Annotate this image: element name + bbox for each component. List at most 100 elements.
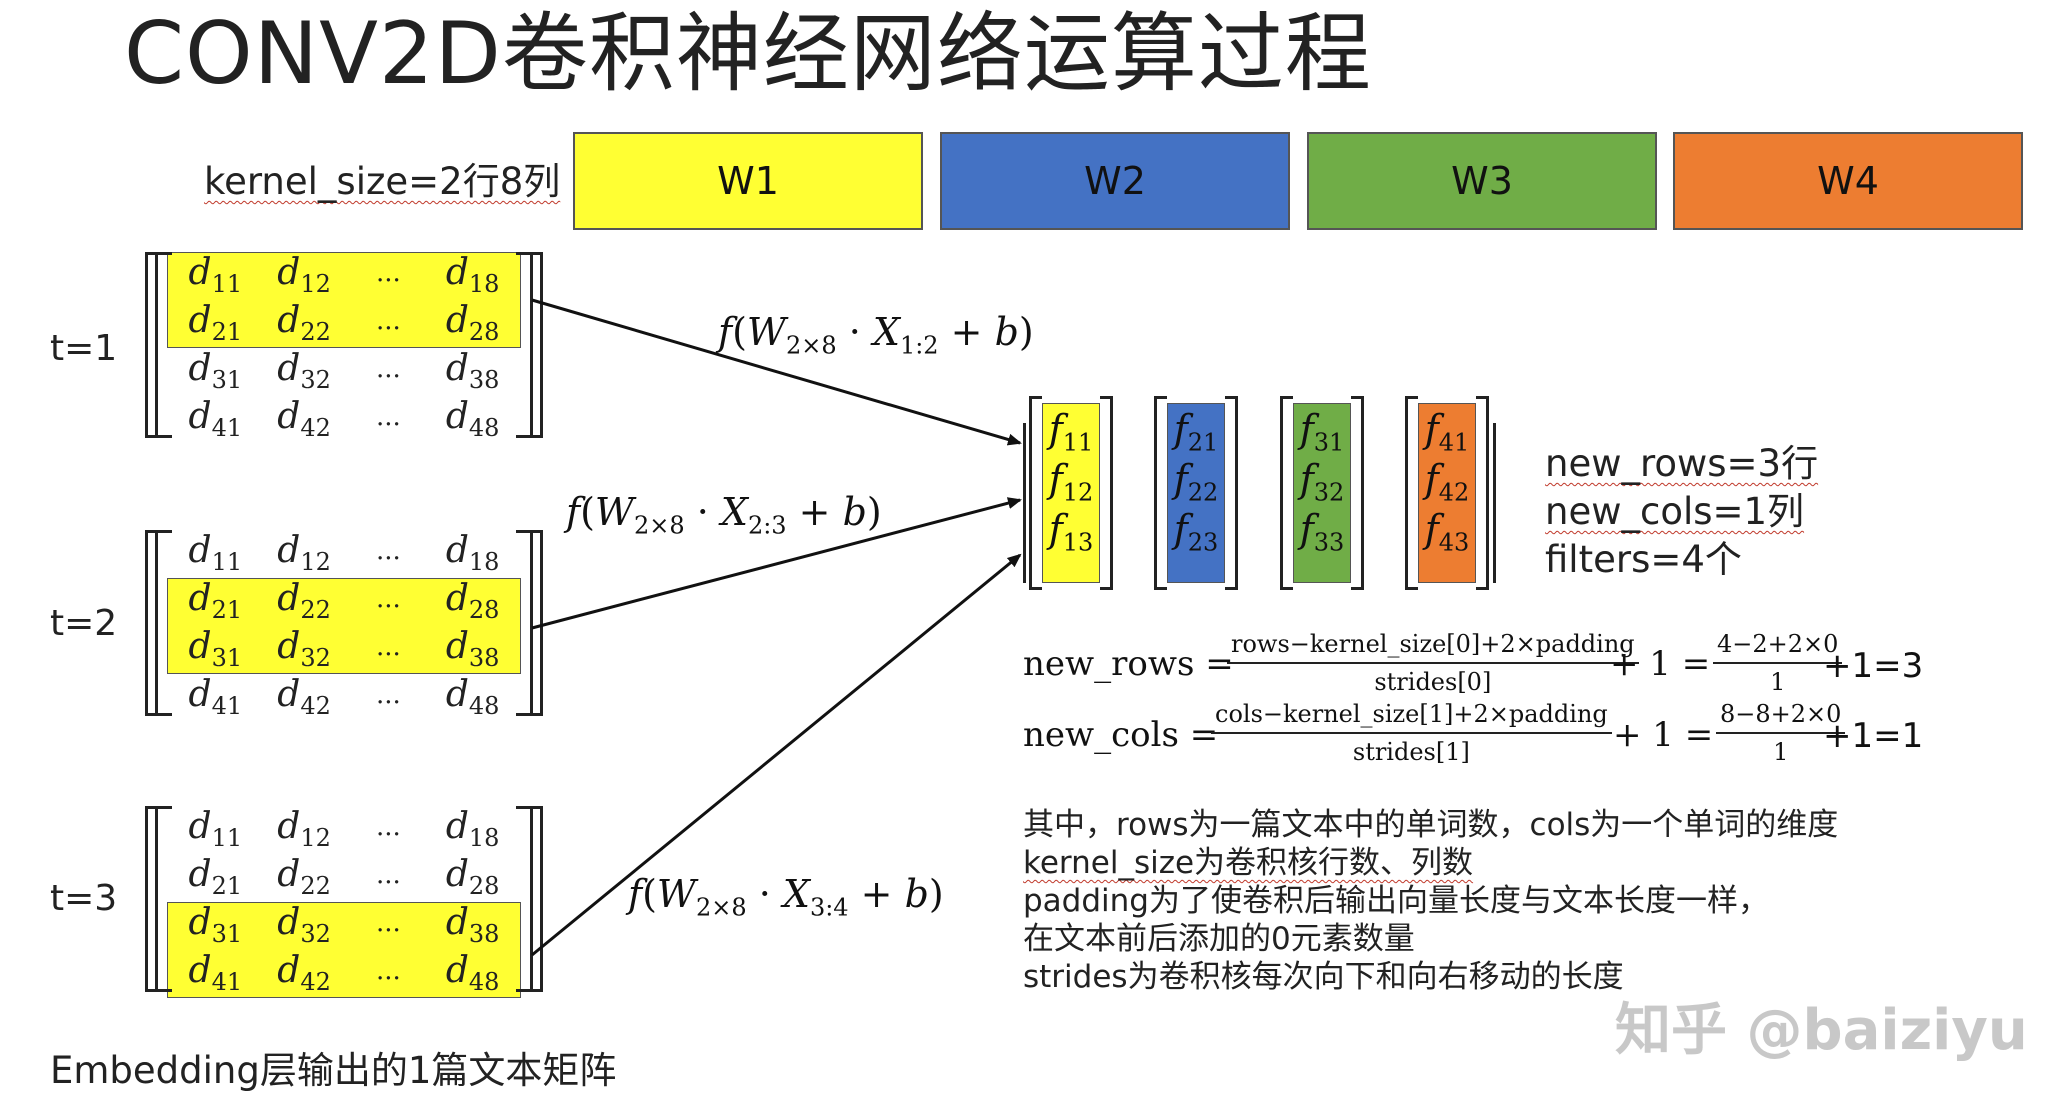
new-cols-info: new_cols=1列 <box>1545 490 1805 533</box>
matrix-ellipsis: ... <box>375 680 401 710</box>
arrow-t3 <box>531 553 1022 957</box>
output-info: new_rows=3行 new_cols=1列 filters=4个 <box>1545 440 1818 584</box>
highlight-window <box>167 578 521 674</box>
weight-box-w2: W2 <box>940 132 1290 230</box>
time-label-t1: t=1 <box>50 328 118 369</box>
output-cell: f21 <box>1173 407 1219 457</box>
matrix-cell: d31 <box>188 348 243 395</box>
output-cell: f23 <box>1173 507 1219 557</box>
matrix-cell: d32 <box>277 348 331 395</box>
matrix-cell: d22 <box>277 578 331 625</box>
weight-box-w1: W1 <box>573 132 923 230</box>
function-label-2: f(W2×8 · X2:3 + b) <box>566 490 882 540</box>
matrix-cell: d18 <box>445 806 500 853</box>
matrix-cell: d21 <box>188 300 243 347</box>
output-cell: f43 <box>1424 507 1470 557</box>
time-label-t2: t=2 <box>50 603 118 644</box>
highlight-window <box>167 252 521 348</box>
output-cell: f41 <box>1424 407 1470 457</box>
output-cell: f31 <box>1299 407 1345 457</box>
matrix-cell: d41 <box>188 674 243 721</box>
matrix-ellipsis: ... <box>375 584 401 614</box>
time-label-t3: t=3 <box>50 878 118 919</box>
description-line: strides为卷积核每次向下和向右移动的长度 <box>1023 959 1624 995</box>
matrix-cell: d41 <box>188 950 243 997</box>
matrix-cell: d38 <box>445 348 500 395</box>
description-line: 在文本前后添加的0元素数量 <box>1023 921 1415 957</box>
matrix-cell: d21 <box>188 854 243 901</box>
rows-lhs: new_rows = <box>1023 644 1234 684</box>
matrix-cell: d12 <box>277 806 331 853</box>
filters-info: filters=4个 <box>1545 538 1742 581</box>
matrix-ellipsis: ... <box>375 956 401 986</box>
arrow-t2 <box>531 497 1022 630</box>
cols-plus: + 1 = <box>1613 715 1714 755</box>
matrix-cell: d31 <box>188 626 243 673</box>
page-title: CONV2D卷积神经网络运算过程 <box>124 4 1372 104</box>
matrix-cell: d28 <box>445 578 500 625</box>
matrix-cell: d32 <box>277 902 331 949</box>
cols-lhs: new_cols = <box>1023 715 1219 755</box>
output-cell: f12 <box>1048 457 1094 507</box>
weight-box-w3: W3 <box>1307 132 1657 230</box>
kernel-size-label: kernel_size=2行8列 <box>204 160 561 203</box>
matrix-cell: d38 <box>445 902 500 949</box>
matrix-cell: d11 <box>188 530 243 577</box>
matrix-ellipsis: ... <box>375 908 401 938</box>
description-block: 其中，rows为一篇文本中的单词数，cols为一个单词的维度 kernel_si… <box>1023 806 1838 996</box>
matrix-cell: d12 <box>277 252 331 299</box>
matrix-ellipsis: ... <box>375 536 401 566</box>
matrix-ellipsis: ... <box>375 632 401 662</box>
output-outer-bracket <box>1023 423 1027 583</box>
output-cell: f32 <box>1299 457 1345 507</box>
matrix-ellipsis: ... <box>375 402 401 432</box>
function-label-1: f(W2×8 · X1:2 + b) <box>718 310 1034 360</box>
output-cell: f11 <box>1048 407 1094 457</box>
matrix-cell: d18 <box>445 530 500 577</box>
description-line: padding为了使卷积后输出向量长度与文本长度一样， <box>1023 883 1769 919</box>
matrix-cell: d42 <box>277 396 331 443</box>
new-rows-info: new_rows=3行 <box>1545 442 1819 485</box>
matrix-cell: d11 <box>188 806 243 853</box>
output-cell: f33 <box>1299 507 1345 557</box>
matrix-cell: d38 <box>445 626 500 673</box>
highlight-window <box>167 902 521 998</box>
matrix-cell: d22 <box>277 854 331 901</box>
matrix-cell: d28 <box>445 854 500 901</box>
watermark: 知乎 @baiziyu <box>1615 998 2028 1063</box>
matrix-ellipsis: ... <box>375 306 401 336</box>
rows-result: +1=3 <box>1823 646 1924 686</box>
formula-block: new_rows = rows−kernel_size[0]+2×padding… <box>1023 630 2023 780</box>
matrix-ellipsis: ... <box>375 812 401 842</box>
matrix-ellipsis: ... <box>375 354 401 384</box>
matrix-cell: d41 <box>188 396 243 443</box>
matrix-cell: d32 <box>277 626 331 673</box>
rows-plus: + 1 = <box>1610 644 1711 684</box>
matrix-cell: d28 <box>445 300 500 347</box>
description-line: 其中，rows为一篇文本中的单词数，cols为一个单词的维度 <box>1023 807 1839 843</box>
output-cell: f42 <box>1424 457 1470 507</box>
output-cell: f22 <box>1173 457 1219 507</box>
matrix-ellipsis: ... <box>375 258 401 288</box>
matrix-cell: d42 <box>277 950 331 997</box>
matrix-cell: d11 <box>188 252 243 299</box>
embedding-caption: Embedding层输出的1篇文本矩阵 <box>50 1049 617 1092</box>
matrix-cell: d21 <box>188 578 243 625</box>
output-outer-bracket-right <box>1493 423 1497 583</box>
matrix-cell: d42 <box>277 674 331 721</box>
matrix-cell: d48 <box>445 396 500 443</box>
matrix-cell: d48 <box>445 950 500 997</box>
arrow-t1 <box>531 298 1022 446</box>
matrix-cell: d22 <box>277 300 331 347</box>
matrix-ellipsis: ... <box>375 860 401 890</box>
